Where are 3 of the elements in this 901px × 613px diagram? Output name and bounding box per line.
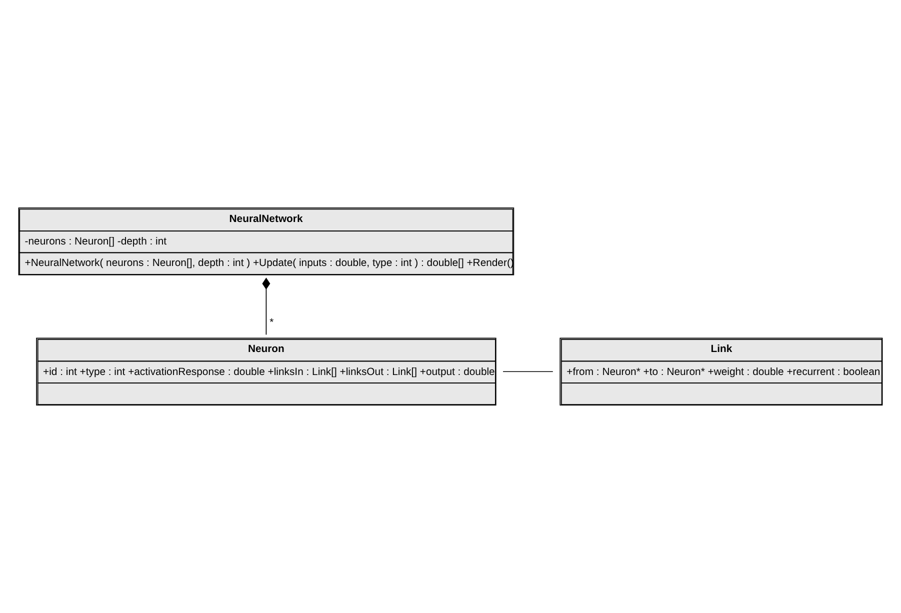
edge-label: * [270,318,274,329]
connector [502,371,554,372]
connector [262,278,270,336]
